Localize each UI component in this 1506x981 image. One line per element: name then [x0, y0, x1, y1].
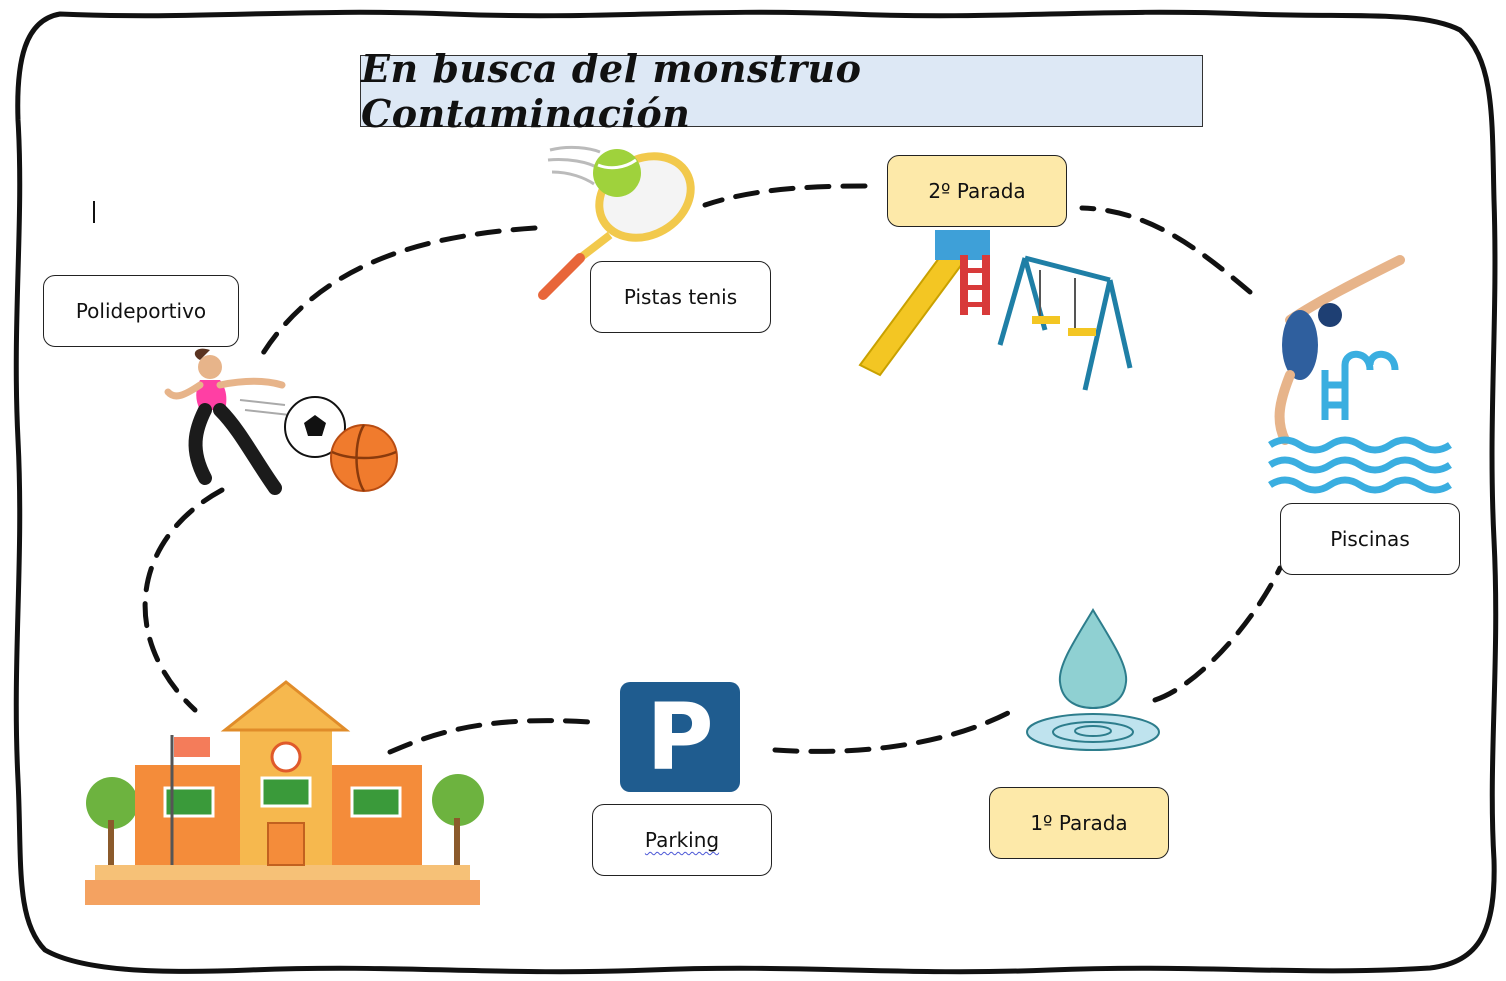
school-building-icon	[85, 680, 484, 905]
label-pistas-tenis[interactable]: Pistas tenis	[590, 261, 771, 333]
route-drop-to-piscinas	[1152, 565, 1283, 703]
text-cursor	[93, 201, 95, 223]
playground-icon	[858, 230, 1133, 391]
route-polideportivo-to-school	[142, 487, 225, 713]
label-parada-2[interactable]: 2º Parada	[887, 155, 1067, 227]
parking-sign-icon	[620, 682, 740, 792]
label-parada-1-text: 1º Parada	[1030, 811, 1128, 835]
tennis-racket-icon	[538, 145, 695, 300]
label-parking-text: Parking	[644, 828, 720, 852]
water-drop-icon	[1026, 608, 1160, 751]
route-parada2-to-tenis	[702, 183, 868, 208]
label-parking[interactable]: Parking	[592, 804, 772, 876]
route-school-to-parking	[387, 718, 593, 755]
label-polideportivo-text: Polideportivo	[75, 299, 207, 323]
route-parking-to-drop	[772, 709, 1013, 754]
wavy-frame	[13, 9, 1499, 975]
label-pistas-tenis-text: Pistas tenis	[623, 285, 738, 309]
dashed-route	[142, 183, 1283, 755]
athlete-balls-icon	[164, 348, 398, 495]
parking-letter: P	[646, 683, 714, 791]
label-parada-1[interactable]: 1º Parada	[989, 787, 1169, 859]
label-piscinas-text: Piscinas	[1330, 527, 1410, 551]
route-tenis-to-polideportivo	[257, 225, 538, 361]
route-piscinas-to-parada2	[1079, 205, 1253, 295]
label-piscinas[interactable]: Piscinas	[1280, 503, 1460, 575]
label-parada-2-text: 2º Parada	[928, 179, 1026, 203]
label-polideportivo[interactable]: Polideportivo	[43, 275, 239, 347]
title-banner: En busca del monstruo Contaminación	[360, 46, 1203, 136]
page-title: En busca del monstruo Contaminación	[361, 46, 862, 136]
diver-pool-icon	[1268, 255, 1452, 494]
